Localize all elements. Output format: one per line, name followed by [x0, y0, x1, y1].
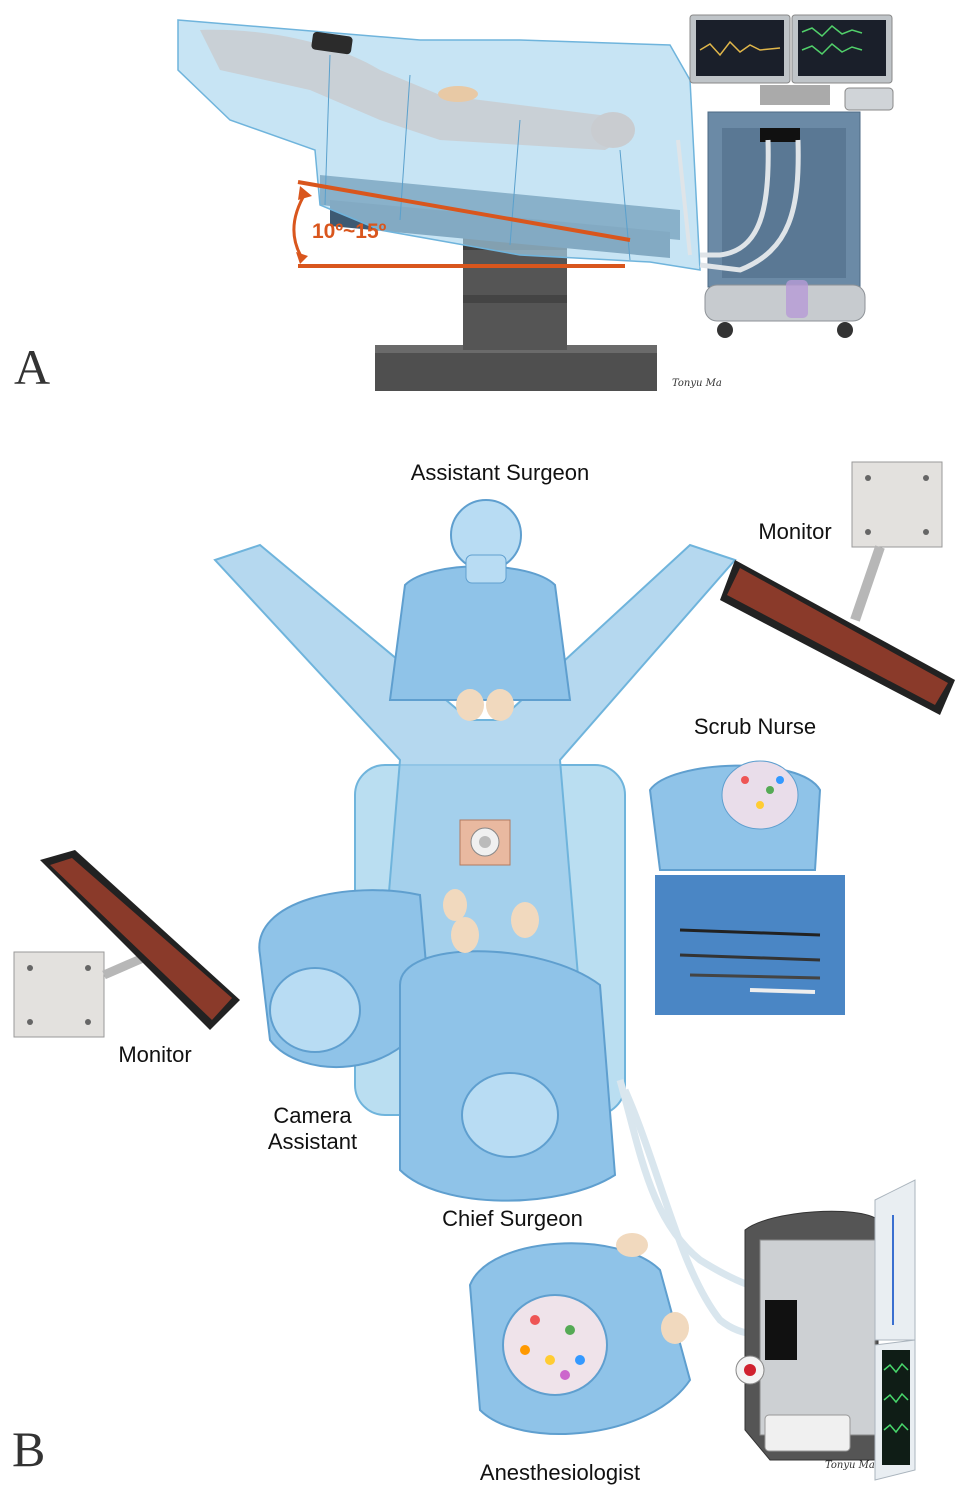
panel-b-illustration [14, 462, 955, 1480]
assistant-surgeon-figure [390, 500, 570, 721]
anesthesia-machine-b [736, 1180, 915, 1480]
panel-a-illustration [178, 15, 893, 391]
scrub-nurse-figure [650, 761, 845, 1015]
camera-assistant-label: Camera Assistant [250, 1103, 375, 1155]
monitor-right-label: Monitor [745, 519, 845, 545]
tilt-arc [294, 192, 306, 258]
monitor-right [720, 462, 955, 715]
chief-surgeon-label: Chief Surgeon [420, 1206, 605, 1232]
assistant-surgeon-label: Assistant Surgeon [390, 460, 610, 486]
camera-assistant-label-line2: Assistant [250, 1129, 375, 1155]
monitor-left-label: Monitor [105, 1042, 205, 1068]
monitor-left [14, 850, 240, 1037]
anesthesiologist-label: Anesthesiologist [455, 1460, 665, 1486]
tilt-angle-label: 10º~15º [312, 220, 386, 244]
panel-b-signature: Tonyu Ma [825, 1460, 875, 1471]
anesthesia-machine [678, 15, 893, 338]
panel-a-letter: A [14, 338, 50, 396]
panel-a-signature: Tonyu Ma [672, 378, 722, 389]
anesthesiologist-figure [470, 1233, 690, 1434]
panel-b-letter: B [12, 1420, 45, 1478]
scrub-nurse-label: Scrub Nurse [680, 714, 830, 740]
camera-assistant-label-line1: Camera [250, 1103, 375, 1129]
